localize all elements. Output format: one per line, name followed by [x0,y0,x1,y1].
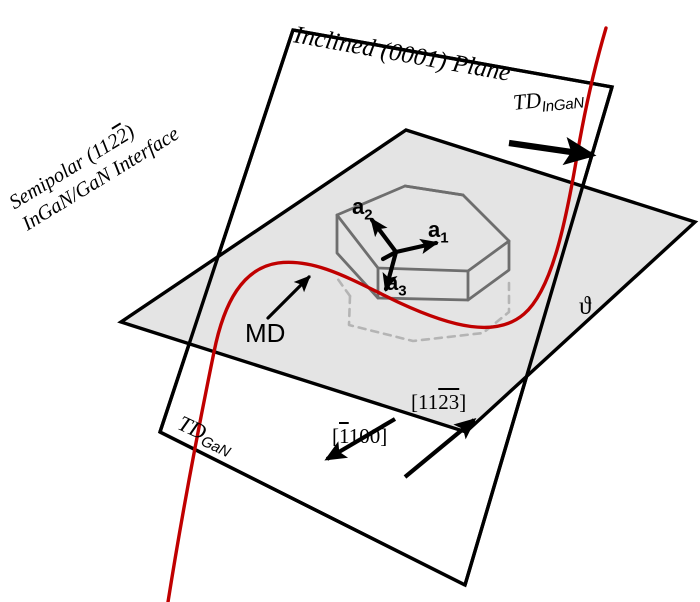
m-direction-arrow [324,417,397,461]
a3-vector-arrow [382,249,399,292]
inclined-plane-bottom-edge [159,430,466,587]
tilt-angle-label: ϑ [579,293,592,320]
m-dir-open: [ [332,424,339,448]
hexagonal-unit-cell [335,184,511,343]
lattice-vector-arrows [369,217,439,292]
growth-dir-plain-pre: 11 [418,390,439,414]
a1-vector-label: a1 [428,217,449,247]
a2-vector-label: a2 [352,194,373,224]
inclined-plane-left-edge [158,29,295,433]
inclined-plane-edges-front [158,28,614,587]
unit-cell-right-face [466,239,511,302]
a3-subscript: 3 [398,282,407,300]
md-pointer-arrow [266,275,311,320]
m-dir-plain: 100 [348,424,381,448]
a2-subscript: 2 [364,206,373,224]
unit-cell-hidden-edges [335,276,511,343]
unit-cell-top-ridge [403,184,465,197]
m-dir-bar: 1 [339,424,349,448]
growth-dir-bar: 23 [438,390,460,414]
a1-subscript: 1 [440,229,449,247]
td-ingan-direction-arrow [508,136,597,166]
td-ingan-base: TD [511,87,543,115]
growth-dir-close: ] [459,390,467,414]
inclined-plane-top-edge [292,28,613,89]
a3-vector-label: a3 [386,270,407,300]
a1-vector-arrow [393,238,439,255]
a2-base: a [352,194,365,219]
a2-vector-arrow [369,217,399,255]
unit-cell-left-face [335,213,380,300]
growth-direction-label: [1123] [411,392,466,413]
m-direction-label: [1100] [332,426,387,447]
misfit-dislocation-label: MD [245,318,286,348]
growth-direction-arrow [403,418,477,479]
inclined-plane-right-edge [463,86,614,586]
a1-base: a [428,217,441,242]
growth-dir-open: [ [411,390,418,414]
a3-base: a [386,270,399,295]
a-vector-origin-stub [380,249,399,262]
m-dir-close: ] [380,424,388,448]
